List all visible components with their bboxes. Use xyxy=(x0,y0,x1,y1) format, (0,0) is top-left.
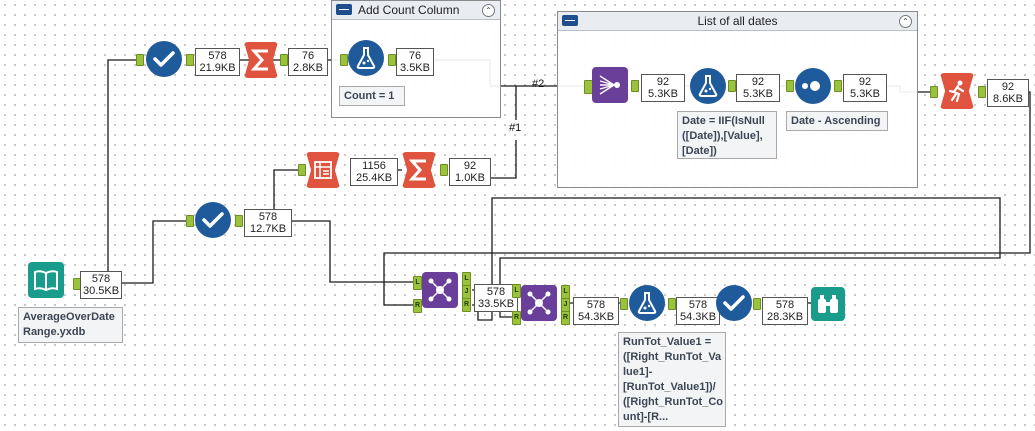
flask-icon xyxy=(637,292,657,314)
sigma-icon xyxy=(409,159,426,181)
output-anchor[interactable] xyxy=(280,54,288,66)
formula-tool-count[interactable] xyxy=(348,40,384,76)
check-circle-icon xyxy=(202,212,224,228)
join-input-l-anchor[interactable]: L xyxy=(413,276,422,290)
output-anchor[interactable] xyxy=(631,80,639,92)
output-anchor[interactable] xyxy=(668,298,676,310)
wire-running-join1 xyxy=(383,91,1031,306)
output-anchor[interactable] xyxy=(728,80,736,92)
flask-icon xyxy=(698,75,718,97)
container-titlebar[interactable]: List of all dates ⌃ xyxy=(558,12,917,31)
join-output-l-anchor[interactable]: L xyxy=(561,285,570,299)
container-title: Add Count Column xyxy=(358,3,460,17)
container-titlebar[interactable]: Add Count Column ⌃ xyxy=(332,1,500,20)
input-anchor[interactable] xyxy=(298,164,306,176)
output-anchor[interactable] xyxy=(753,298,761,310)
sort-dots-icon xyxy=(802,81,820,91)
input-anchor[interactable] xyxy=(620,298,628,310)
join-icon xyxy=(428,278,452,302)
join-input-l-anchor[interactable]: L xyxy=(512,284,521,298)
join-output-l-anchor[interactable]: L xyxy=(462,272,471,286)
check-circle-icon xyxy=(153,51,175,67)
input-anchor[interactable] xyxy=(786,80,794,92)
wire-input-select2 xyxy=(122,220,186,284)
date-formula-annotation: Date = IIF(IsNull ([Date]),[Value], [Dat… xyxy=(677,111,777,159)
input-anchor[interactable] xyxy=(136,54,144,66)
wire-label-hash2: #2 xyxy=(532,78,545,90)
select-tool-3[interactable] xyxy=(716,285,752,321)
input-file-annotation: AverageOverDate Range.yxdb xyxy=(18,307,123,343)
join-tool-1[interactable] xyxy=(422,272,458,308)
join-output-j-anchor[interactable]: J xyxy=(462,285,471,299)
select-tool-2[interactable] xyxy=(195,202,231,238)
generate-rows-tool[interactable] xyxy=(592,67,628,103)
book-icon xyxy=(34,270,58,292)
select-tool-1[interactable] xyxy=(146,41,182,77)
running-person-icon xyxy=(948,80,965,102)
output-anchor[interactable] xyxy=(834,80,842,92)
join-tool-2[interactable] xyxy=(521,285,557,321)
check-circle-icon xyxy=(723,295,745,311)
browse-tool[interactable] xyxy=(811,287,845,321)
join-output-j-anchor[interactable]: J xyxy=(561,298,570,312)
formula-tool-date[interactable] xyxy=(690,68,726,104)
join-icon xyxy=(527,291,551,315)
join-output-r-anchor[interactable]: R xyxy=(462,298,471,312)
flask-icon xyxy=(356,47,376,69)
running-total-tool[interactable] xyxy=(940,73,974,109)
binoculars-icon xyxy=(818,295,838,313)
count-annotation: Count = 1 xyxy=(339,86,405,106)
transpose-table-icon xyxy=(314,161,332,179)
collapse-icon[interactable]: ⌃ xyxy=(482,4,495,17)
summarize-tool-1[interactable] xyxy=(244,42,278,78)
container-icon xyxy=(562,15,578,26)
wire-input-select1 xyxy=(107,59,138,284)
output-anchor[interactable] xyxy=(186,54,194,66)
container-title: List of all dates xyxy=(697,14,778,28)
wire-summarize2-generate xyxy=(490,140,517,179)
sort-annotation: Date - Ascending xyxy=(786,111,888,131)
wire-select2-join1 xyxy=(290,220,413,283)
runtot-formula-annotation: RunTot_Value1 = ([Right_RunTot_Va lue1]-… xyxy=(618,332,726,427)
wire-label-hash1: #1 xyxy=(509,122,522,134)
output-anchor[interactable] xyxy=(235,215,243,227)
input-anchor[interactable] xyxy=(186,215,194,227)
join-input-r-anchor[interactable]: R xyxy=(413,299,422,313)
sort-tool[interactable] xyxy=(795,68,831,104)
sigma-icon xyxy=(251,49,268,71)
join-output-r-anchor[interactable]: R xyxy=(561,311,570,325)
transpose-tool[interactable] xyxy=(306,152,340,188)
collapse-icon[interactable]: ⌃ xyxy=(899,15,912,28)
output-anchor[interactable] xyxy=(440,164,448,176)
input-anchor[interactable] xyxy=(340,54,348,66)
output-anchor[interactable] xyxy=(388,54,396,66)
join-input-r-anchor[interactable]: R xyxy=(512,311,521,325)
input-anchor[interactable] xyxy=(930,86,938,98)
generate-rows-icon xyxy=(599,75,620,95)
summarize-tool-2[interactable] xyxy=(402,152,436,188)
output-anchor[interactable] xyxy=(978,86,986,98)
input-data-tool[interactable] xyxy=(28,262,64,298)
formula-tool-runtot[interactable] xyxy=(629,285,665,321)
container-icon xyxy=(336,4,352,15)
